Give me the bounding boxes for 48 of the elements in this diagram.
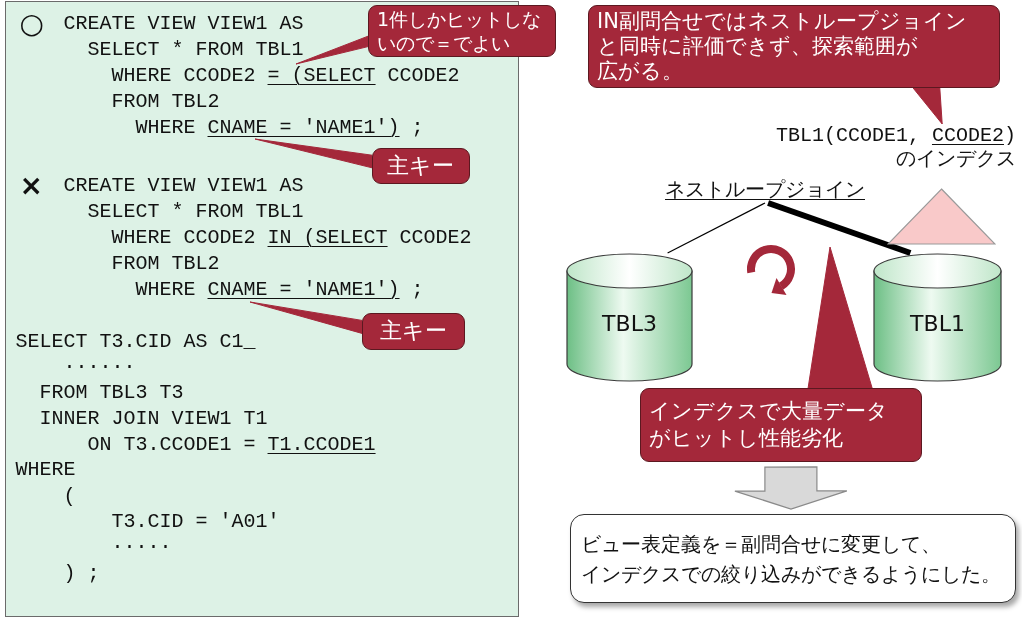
code-line: WHERE CNAME = 'NAME1') ; <box>135 114 424 141</box>
table-name: TBL1 <box>910 311 965 337</box>
code-line: INNER JOIN VIEW1 T1 <box>39 405 268 432</box>
callout-bubble <box>588 5 1000 88</box>
code-panel <box>5 1 519 617</box>
callout-tail <box>254 138 373 169</box>
code-line: WHERE CCODE2 = (SELECT CCODE2 <box>111 62 460 89</box>
callout-bubble <box>371 147 470 184</box>
table-name: TBL3 <box>602 311 657 337</box>
callout-text: 主キー <box>379 318 447 344</box>
connector-line <box>667 202 766 254</box>
callout-text: IN副問合せではネストループジョインと同時に評価できず、探索範囲が広がる。 <box>597 9 967 84</box>
code-line: ······ <box>63 353 136 380</box>
block-arrow <box>734 466 848 510</box>
code-line: CREATE VIEW VIEW1 AS <box>63 172 304 199</box>
callout-tail <box>249 301 363 334</box>
result-text: ビュー表定義を＝副問合せに変更して、インデクスでの絞り込みができるようにした。 <box>581 530 1001 588</box>
result-box <box>570 514 1016 603</box>
database-cylinder <box>873 253 1002 382</box>
code-line: FROM TBL3 T3 <box>39 379 184 406</box>
callout-bubble <box>361 312 465 350</box>
code-line: SELECT T3.CID AS C1_ <box>15 328 256 355</box>
cross-symbol: × <box>19 169 43 202</box>
callout-tail <box>912 87 943 125</box>
callout-text: インデクスで大量データがヒットし性能劣化 <box>649 398 888 452</box>
code-line: SELECT * FROM TBL1 <box>87 36 304 63</box>
callout-tail <box>295 35 369 65</box>
circle-symbol: ○ <box>19 7 44 40</box>
callout-text: 1件しかヒットしないので＝でよい <box>377 7 542 55</box>
code-line: ( <box>63 483 76 510</box>
code-line: FROM TBL2 <box>111 250 220 277</box>
callout-bubble <box>368 5 556 57</box>
code-line: FROM TBL2 <box>111 88 220 115</box>
code-line: WHERE CNAME = 'NAME1') ; <box>135 276 424 303</box>
code-line: WHERE <box>15 456 76 483</box>
callout-text: 主キー <box>387 152 454 179</box>
code-line: ON T3.CCODE1 = T1.CCODE1 <box>87 431 376 458</box>
code-line: SELECT * FROM TBL1 <box>87 198 304 225</box>
index-caption: TBL1(CCODE1, CCODE2) のインデクス <box>770 124 1016 174</box>
callout-tail <box>807 246 873 389</box>
join-label: ネストループジョイン <box>660 177 870 203</box>
index-triangle <box>887 188 996 245</box>
code-line: ····· <box>111 533 172 560</box>
code-line: CREATE VIEW VIEW1 AS <box>63 10 304 37</box>
code-line: T3.CID = 'A01' <box>111 508 280 535</box>
code-line: ) ; <box>63 560 100 587</box>
database-cylinder <box>566 253 693 382</box>
code-line: WHERE CCODE2 IN (SELECT CCODE2 <box>111 224 472 251</box>
